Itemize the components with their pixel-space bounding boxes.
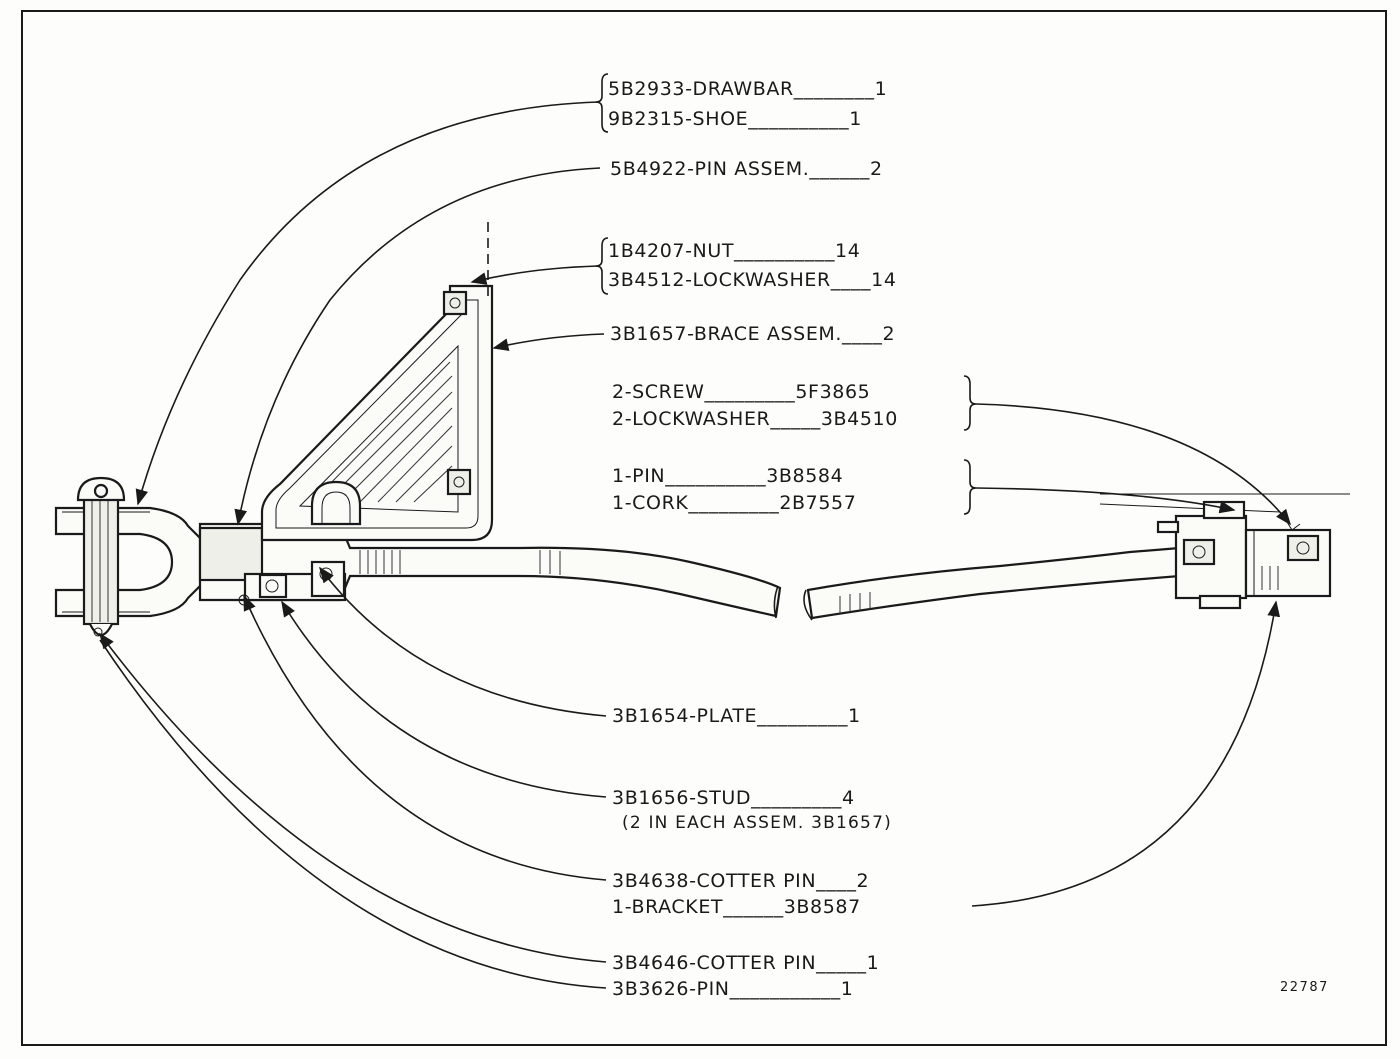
label-shoe: 9B2315-SHOE__________1: [608, 108, 862, 130]
label-cotter-pin-1: 3B4646-COTTER PIN_____1: [612, 952, 879, 974]
label-stud-note: (2 IN EACH ASSEM. 3B1657): [622, 813, 892, 833]
label-lockwasher: 3B4512-LOCKWASHER____14: [608, 269, 897, 291]
label-cork: 1-CORK_________2B7557: [612, 492, 856, 514]
label-screw: 2-SCREW_________5F3865: [612, 381, 870, 403]
label-plate: 3B1654-PLATE_________1: [612, 705, 861, 727]
label-pin-3626: 3B3626-PIN___________1: [612, 978, 853, 1000]
label-nut: 1B4207-NUT__________14: [608, 240, 860, 262]
label-brace-assem: 3B1657-BRACE ASSEM.____2: [610, 323, 895, 345]
label-stud: 3B1656-STUD_________4: [612, 787, 855, 809]
leader-lines: [99, 101, 1291, 989]
brace-hatching: [317, 361, 453, 503]
part-labels: 5B2933-DRAWBAR________1 9B2315-SHOE_____…: [608, 78, 1329, 1000]
label-lockwasher-2: 2-LOCKWASHER_____3B4510: [612, 408, 898, 430]
sheet-border: [21, 10, 1387, 1046]
label-pin-1: 1-PIN__________3B8584: [612, 465, 843, 487]
label-braces: [595, 73, 977, 515]
plate-and-studs: [198, 526, 347, 606]
label-bracket: 1-BRACKET______3B8587: [612, 896, 861, 918]
drawbar-bar: [198, 522, 1182, 621]
label-cotter-pin-2: 3B4638-COTTER PIN____2: [612, 870, 869, 892]
bar-hatching: [359, 550, 561, 575]
figure-number: 22787: [1280, 980, 1329, 995]
bracket-shoe: [1099, 493, 1350, 610]
label-drawbar: 5B2933-DRAWBAR________1: [608, 78, 887, 100]
label-pin-assem: 5B4922-PIN ASSEM.______2: [610, 158, 883, 180]
clevis-yoke: [54, 476, 212, 637]
brace-assembly: [260, 222, 494, 542]
drawbar-drawing: [54, 222, 1350, 637]
